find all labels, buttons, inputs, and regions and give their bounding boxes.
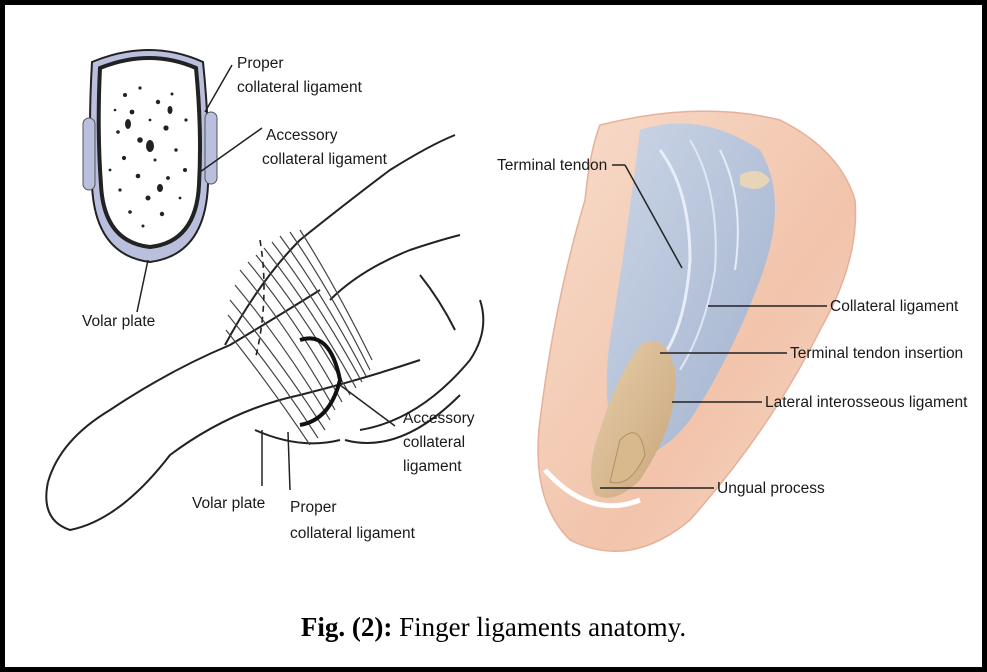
caption-text: Finger ligaments anatomy. (392, 612, 686, 642)
label-accessory-collateral-top-1: Accessory (266, 127, 338, 144)
label-accessory-collateral-top-2: collateral ligament (262, 151, 388, 168)
caption-prefix: Fig. (2): (301, 612, 392, 642)
label-accessory-collateral-bottom-3: ligament (403, 458, 462, 475)
label-accessory-collateral-bottom-1: Accessory (403, 410, 475, 427)
label-accessory-collateral-bottom-2: collateral (403, 434, 465, 451)
label-terminal-tendon: Terminal tendon (497, 157, 607, 174)
label-volar-plate-bottom: Volar plate (192, 495, 265, 512)
label-ungual-process: Ungual process (717, 480, 825, 497)
label-terminal-tendon-insertion: Terminal tendon insertion (790, 345, 963, 362)
label-lateral-interosseous-ligament: Lateral interosseous ligament (765, 394, 968, 411)
label-proper-collateral-bottom-1: Proper (290, 499, 337, 516)
label-volar-plate-top: Volar plate (82, 313, 155, 330)
label-proper-collateral-top-1: Proper (237, 55, 284, 72)
label-collateral-ligament: Collateral ligament (830, 298, 959, 315)
label-proper-collateral-bottom-2: collateral ligament (290, 525, 416, 542)
label-proper-collateral-top-2: collateral ligament (237, 79, 363, 96)
cross-section-drawing (83, 50, 217, 262)
figure-caption: Fig. (2): Finger ligaments anatomy. (0, 612, 987, 643)
